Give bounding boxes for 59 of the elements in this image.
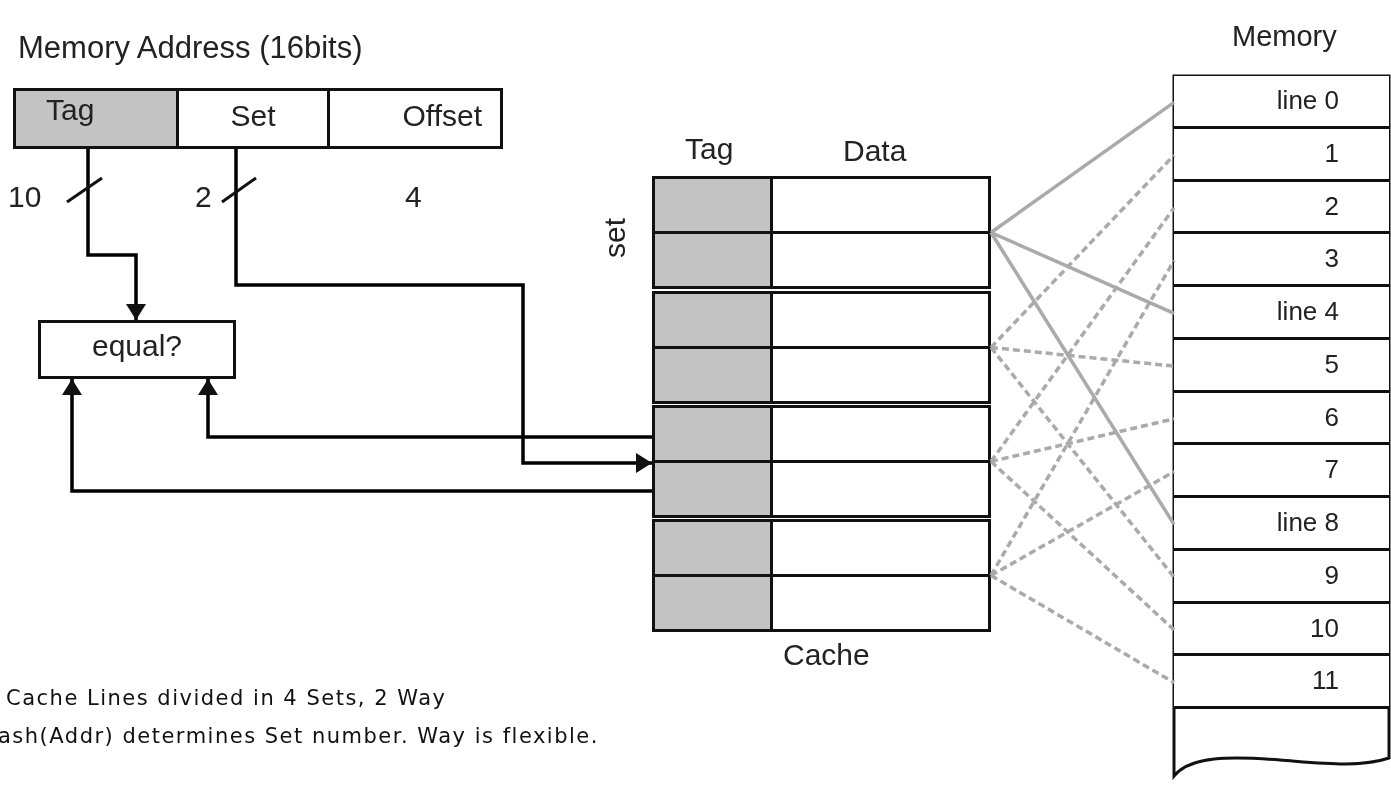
tag-cell xyxy=(652,231,773,289)
cache-set-box xyxy=(652,176,991,289)
row-group-label: set xyxy=(600,217,630,258)
line-label: 11 xyxy=(1312,667,1339,694)
mapping-line xyxy=(989,231,1176,526)
caption-text: Cache Lines divided in 4 Sets, 2 Way xyxy=(6,688,447,709)
line-label: 3 xyxy=(1324,245,1339,272)
mapping-line xyxy=(989,460,1176,632)
line-label: 10 xyxy=(1310,614,1339,641)
tag-cell xyxy=(652,519,773,577)
bit-width-label: 4 xyxy=(405,182,422,212)
mapping-line xyxy=(989,346,1176,579)
mapping-line xyxy=(989,206,1176,463)
column-header: Data xyxy=(843,136,907,166)
set-field xyxy=(176,88,330,149)
mapping-line xyxy=(990,345,1175,368)
field-label: equal? xyxy=(91,331,183,361)
mapping-line xyxy=(990,230,1175,315)
caption-text: ash(Addr) determines Set number. Way is flexible. xyxy=(0,726,599,747)
line-label: 1 xyxy=(1324,139,1339,166)
tag-cell xyxy=(652,176,773,234)
line-label: line 4 xyxy=(1276,298,1339,324)
mapping-line xyxy=(990,417,1175,464)
line-label: 2 xyxy=(1324,192,1339,219)
arrow xyxy=(198,379,652,439)
tag-field xyxy=(13,88,179,149)
line-label: 6 xyxy=(1324,403,1339,430)
heading: Cache xyxy=(783,640,870,670)
cache-set-box xyxy=(652,405,991,518)
tag-cell xyxy=(652,405,773,463)
offset-field xyxy=(327,88,503,149)
line-label: 7 xyxy=(1324,456,1339,483)
tag-cell xyxy=(652,460,773,518)
line-label: 9 xyxy=(1324,561,1339,588)
mapping-line xyxy=(990,470,1175,578)
tag-cell xyxy=(652,291,773,349)
arrow xyxy=(86,149,146,320)
heading: Memory xyxy=(1232,22,1337,51)
cache-set-box xyxy=(652,519,991,632)
mapping-line xyxy=(989,259,1176,577)
column-header: Tag xyxy=(685,134,734,164)
line-label: 5 xyxy=(1324,350,1339,377)
field-label: Tag xyxy=(46,95,95,125)
mapping-line xyxy=(990,100,1175,234)
heading: Memory Address (16bits) xyxy=(18,32,363,63)
cache-set-box xyxy=(652,291,991,404)
tag-cell xyxy=(652,574,773,632)
mapping-line xyxy=(990,574,1175,685)
line-label: line 0 xyxy=(1276,87,1339,113)
comparator-box xyxy=(38,320,236,379)
field-label: Offset xyxy=(402,101,482,131)
arrow xyxy=(234,149,652,473)
arrow xyxy=(62,379,652,493)
mapping-line xyxy=(989,153,1176,349)
field-label: Set xyxy=(230,101,276,131)
bit-width-label: 10 xyxy=(8,182,42,212)
tag-cell xyxy=(652,346,773,404)
bit-width-label: 2 xyxy=(195,182,212,212)
line-label: line 8 xyxy=(1276,509,1339,535)
